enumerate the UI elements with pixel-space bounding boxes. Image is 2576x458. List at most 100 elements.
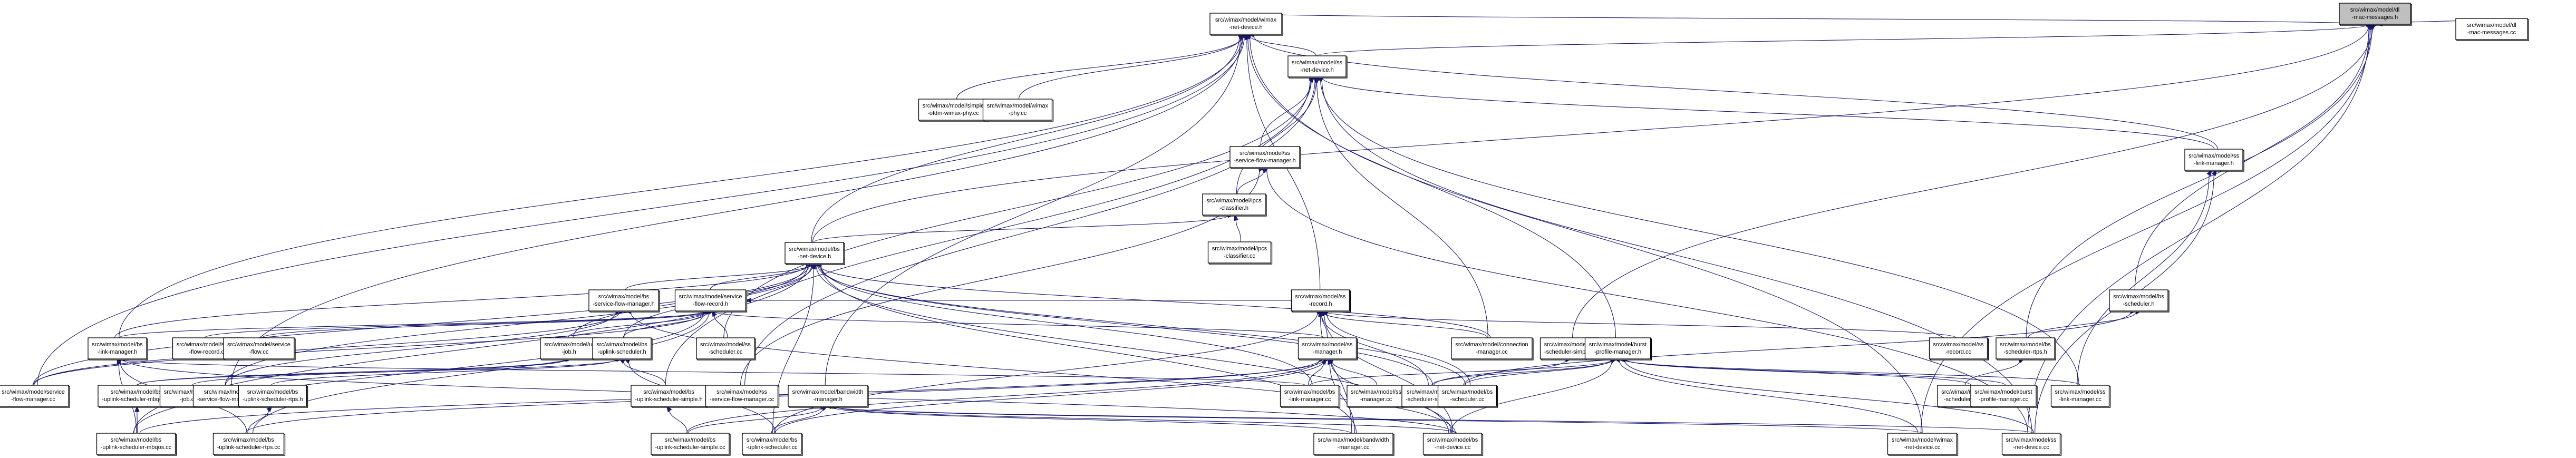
node-bandwidth-manager-h[interactable]: src/wimax/model/bandwidth-manager.h bbox=[788, 385, 869, 408]
node-wimax-net-device-cc[interactable]: src/wimax/model/wimax-net-device.cc bbox=[1887, 433, 1959, 456]
node-box bbox=[982, 99, 1053, 121]
node-bs-uplink-scheduler-simple-h[interactable]: src/wimax/model/bs-uplink-scheduler-simp… bbox=[631, 385, 708, 408]
edge-line bbox=[119, 310, 708, 338]
node-service-flow-manager-cc[interactable]: src/wimax/model/service-flow-manager.cc bbox=[0, 385, 70, 408]
node-box bbox=[1996, 337, 2055, 359]
edge-line bbox=[623, 361, 666, 386]
node-bs-link-manager-cc[interactable]: src/wimax/model/bs-link-manager.cc bbox=[1280, 385, 1341, 408]
edge-connection_manager_cc-to-ss_record_h bbox=[1316, 309, 1488, 338]
edge-bs_scheduler_simple_cc-to-burst_profile_manager_h bbox=[1431, 357, 1619, 386]
node-ss-net-device-h[interactable]: src/wimax/model/ss-net-device.h bbox=[1287, 55, 1348, 79]
node-connection-manager-cc[interactable]: src/wimax/model/connection-manager.cc bbox=[1451, 337, 1534, 360]
node-box bbox=[1297, 337, 1357, 359]
node-ul-job-h[interactable]: src/wimax/model/ul-job.h bbox=[540, 337, 599, 360]
node-bs-net-device-cc[interactable]: src/wimax/model/bs-net-device.cc bbox=[1422, 433, 1484, 456]
node-ss-record-h[interactable]: src/wimax/model/ss-record.h bbox=[1291, 289, 1351, 313]
edge-bs_scheduler_h-to-dl_mac_messages_h bbox=[2134, 23, 2372, 290]
node-ipcs-classifier-h[interactable]: src/wimax/model/ipcs-classifier.h bbox=[1202, 193, 1267, 217]
edge-line bbox=[133, 311, 704, 434]
edge-line bbox=[262, 311, 709, 338]
node-box bbox=[0, 385, 69, 407]
edge-line bbox=[1321, 311, 1488, 338]
node-bs-uplink-scheduler-rtps-cc[interactable]: src/wimax/model/bs-uplink-scheduler-rtps… bbox=[212, 433, 286, 456]
node-box bbox=[788, 385, 868, 407]
node-label-line: -profile-manager.h bbox=[1594, 349, 1641, 355]
node-label-line: -ofdm-wimax-phy.cc bbox=[927, 110, 979, 116]
node-dl-mac-messages-h: src/wimax/model/dl-mac-messages.h bbox=[2339, 3, 2412, 26]
edge-bs_link_manager_cc-to-bs_link_manager_h bbox=[113, 356, 1306, 386]
node-label-line: src/wimax/model/ss bbox=[2055, 389, 2106, 395]
node-label-line: src/wimax/model/bandwidth bbox=[1318, 437, 1389, 443]
edge-bs_net_device_h-to-wimax_net_device_h bbox=[811, 34, 1245, 243]
edge-bs_scheduler_rtps_cc-to-bs_scheduler_rtps_h bbox=[1964, 358, 2025, 386]
edge-bandwidth_manager_cc-to-bandwidth_manager_h bbox=[825, 404, 1351, 434]
node-ss-scheduler-cc[interactable]: src/wimax/model/ss-scheduler.cc bbox=[696, 337, 756, 360]
node-ss-manager-cc[interactable]: src/wimax/model/ss-manager.cc bbox=[1347, 385, 1407, 408]
edge-bs_service_flow_manager_cc-to-wimax_net_device_h bbox=[231, 33, 1248, 386]
node-label-line: src/wimax/model/service bbox=[227, 342, 290, 348]
node-bs-scheduler-rtps-h[interactable]: src/wimax/model/bs-scheduler-rtps.h bbox=[1996, 337, 2056, 360]
node-label-line: -flow-record.h bbox=[693, 301, 728, 307]
node-box bbox=[1437, 385, 1497, 407]
edge-line bbox=[1464, 359, 1612, 386]
edge-line bbox=[710, 265, 810, 290]
node-label-line: -flow-manager.cc bbox=[11, 396, 55, 403]
node-simple-ofdm-wimax-phy-cc[interactable]: src/wimax/model/simple-ofdm-wimax-phy.cc bbox=[918, 99, 990, 122]
edge-line bbox=[37, 35, 1245, 386]
node-box bbox=[705, 385, 779, 407]
node-ss-manager-h[interactable]: src/wimax/model/ss-manager.h bbox=[1297, 337, 1358, 360]
edge-wimax_net_device_cc-to-dl_mac_messages_h bbox=[1921, 24, 2375, 434]
node-bs-uplink-scheduler-mbqos-cc[interactable]: src/wimax/model/bs-uplink-scheduler-mbqo… bbox=[96, 433, 177, 456]
node-wimax-phy-cc[interactable]: src/wimax/model/wimax-phy.cc bbox=[982, 99, 1054, 122]
node-label-line: src/wimax/model/bs bbox=[665, 437, 716, 443]
node-box bbox=[1422, 433, 1483, 455]
edge-line bbox=[825, 37, 1241, 386]
node-burst-profile-manager-cc[interactable]: src/wimax/model/burst-profile-manager.cc bbox=[1970, 385, 2038, 408]
node-bs-uplink-scheduler-cc[interactable]: src/wimax/model/bs-uplink-scheduler.cc bbox=[742, 433, 803, 456]
node-burst-profile-manager-h[interactable]: src/wimax/model/burst-profile-manager.h bbox=[1584, 337, 1652, 360]
node-bs-link-manager-h[interactable]: src/wimax/model/bs-link-manager.h bbox=[88, 337, 148, 360]
edge-line bbox=[34, 311, 620, 386]
node-label-line: src/wimax/model/ss bbox=[716, 389, 767, 395]
node-wimax-net-device-h[interactable]: src/wimax/model/wimax-net-device.h bbox=[1209, 13, 1283, 36]
edge-line bbox=[32, 311, 706, 386]
node-bs-uplink-scheduler-h[interactable]: src/wimax/model/bs-uplink-scheduler.h bbox=[592, 337, 653, 360]
node-bs-uplink-scheduler-rtps-h[interactable]: src/wimax/model/bs-uplink-scheduler-rtps… bbox=[238, 385, 308, 408]
node-ss-record-cc[interactable]: src/wimax/model/ss-record.cc bbox=[1929, 337, 1989, 360]
node-bs-service-flow-manager-h[interactable]: src/wimax/model/bs-service-flow-manager.… bbox=[588, 289, 660, 313]
node-label-line: -uplink-scheduler-mbqos.h bbox=[102, 396, 170, 403]
edge-bs_scheduler_simple_cc-to-bs_scheduler_simple_h bbox=[1434, 357, 1572, 386]
node-ss-net-device-cc[interactable]: src/wimax/model/ss-net-device.cc bbox=[2001, 433, 2062, 456]
node-label-line: -net-device.cc bbox=[1435, 444, 1471, 451]
node-service-flow-record-h[interactable]: src/wimax/model/service-flow-record.h bbox=[674, 289, 748, 313]
node-label-line: src/wimax/model/ss bbox=[1239, 150, 1290, 157]
node-label-line: -service-flow-manager.h bbox=[593, 301, 654, 307]
node-bs-net-device-h[interactable]: src/wimax/model/bs-net-device.h bbox=[785, 242, 845, 265]
node-ss-service-flow-manager-h[interactable]: src/wimax/model/ss-service-flow-manager.… bbox=[1229, 146, 1301, 169]
node-bandwidth-manager-cc[interactable]: src/wimax/model/bandwidth-manager.cc bbox=[1313, 433, 1394, 456]
node-label-line: src/wimax/model/bs bbox=[247, 389, 298, 395]
node-ss-link-manager-cc[interactable]: src/wimax/model/ss-link-manager.cc bbox=[2050, 385, 2111, 408]
node-ss-service-flow-manager-cc[interactable]: src/wimax/model/ss-service-flow-manager.… bbox=[705, 385, 780, 408]
edge-line bbox=[1316, 81, 1488, 338]
edge-line bbox=[956, 35, 1244, 100]
node-bs-scheduler-cc[interactable]: src/wimax/model/bs-scheduler.cc bbox=[1437, 385, 1498, 408]
node-box bbox=[223, 337, 295, 359]
edge-line bbox=[1964, 360, 2020, 386]
node-bs-scheduler-h[interactable]: src/wimax/model/bs-scheduler.h bbox=[2109, 289, 2170, 313]
node-service-flow-cc[interactable]: src/wimax/model/service-flow.cc bbox=[223, 337, 296, 360]
node-label-line: src/wimax/model/ss bbox=[1933, 342, 1984, 348]
edge-line bbox=[2134, 27, 2369, 290]
edge-line bbox=[774, 359, 1325, 434]
edge-line bbox=[1324, 314, 1454, 434]
edge-bs_link_manager_cc-to-burst_profile_manager_h bbox=[1310, 357, 1619, 386]
node-label-line: src/wimax/model/dl bbox=[2350, 7, 2400, 13]
node-ipcs-classifier-cc[interactable]: src/wimax/model/ipcs-classifier.cc bbox=[1207, 241, 1273, 265]
node-ss-link-manager-h[interactable]: src/wimax/model/ss-link-manager.h bbox=[2184, 149, 2244, 172]
node-box bbox=[1209, 13, 1282, 35]
node-label-line: src/wimax/model/burst bbox=[1589, 342, 1647, 348]
edge-line bbox=[832, 406, 1923, 434]
node-bs-uplink-scheduler-simple-cc[interactable]: src/wimax/model/bs-uplink-scheduler-simp… bbox=[651, 433, 731, 456]
node-label-line: src/wimax/model/bs bbox=[747, 437, 798, 443]
node-dl-mac-messages-cc[interactable]: src/wimax/model/dl-mac-messages.cc bbox=[2455, 18, 2529, 41]
